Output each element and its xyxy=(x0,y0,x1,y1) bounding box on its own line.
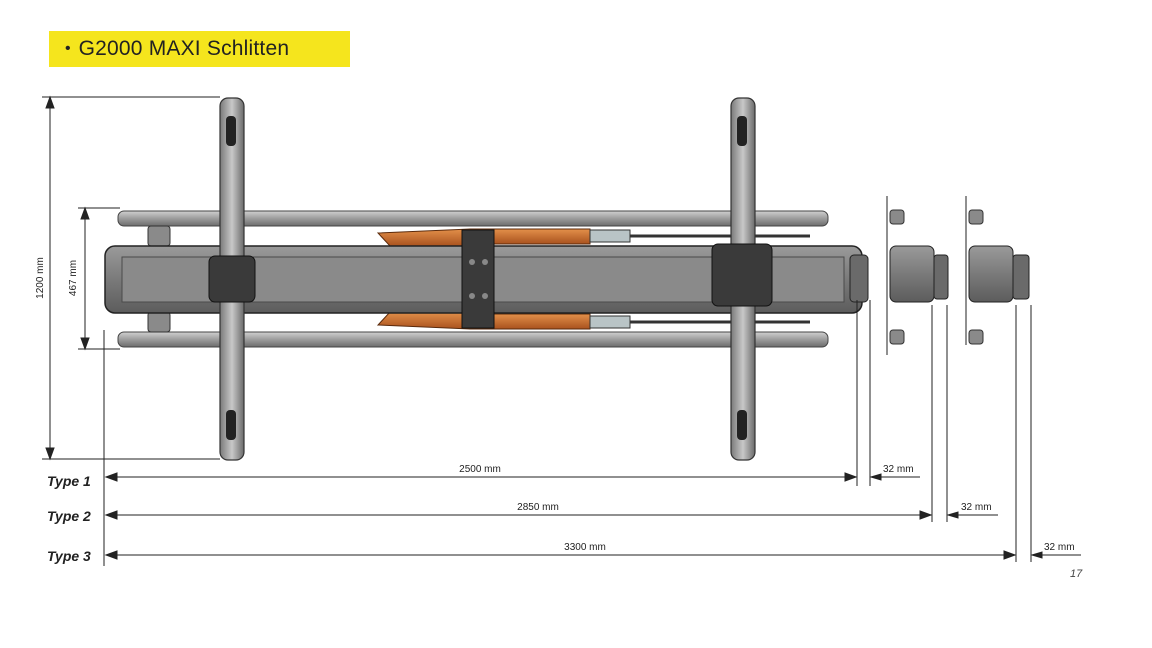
page-number: 17 xyxy=(1070,568,1083,580)
height-inner-label: 467 mm xyxy=(68,260,79,296)
title-banner: • G2000 MAXI Schlitten xyxy=(49,31,350,67)
bullet-icon: • xyxy=(65,40,71,57)
type-3-length: 3300 mm xyxy=(564,542,606,553)
type-1-label: Type 1 xyxy=(47,473,91,489)
hydraulic-cylinders xyxy=(376,228,810,330)
type-3-extra: 32 mm xyxy=(1044,542,1075,553)
end-extension-type3 xyxy=(965,196,1030,345)
cross-bar-left xyxy=(208,97,256,461)
height-total-label: 1200 mm xyxy=(35,257,46,299)
type-3-label: Type 3 xyxy=(47,548,91,564)
end-extension-type2 xyxy=(886,196,949,355)
page-title: G2000 MAXI Schlitten xyxy=(78,37,290,60)
center-clamp xyxy=(461,229,495,329)
type-2-label: Type 2 xyxy=(47,508,91,524)
type-2-extra: 32 mm xyxy=(961,502,992,513)
height-dimensions xyxy=(42,95,1032,566)
type-2-length: 2850 mm xyxy=(517,502,559,513)
length-dimensions xyxy=(104,472,1081,560)
cross-bar-right xyxy=(711,97,773,461)
type-1-length: 2500 mm xyxy=(459,464,501,475)
type-1-extra: 32 mm xyxy=(883,464,914,475)
side-rails xyxy=(117,210,829,348)
